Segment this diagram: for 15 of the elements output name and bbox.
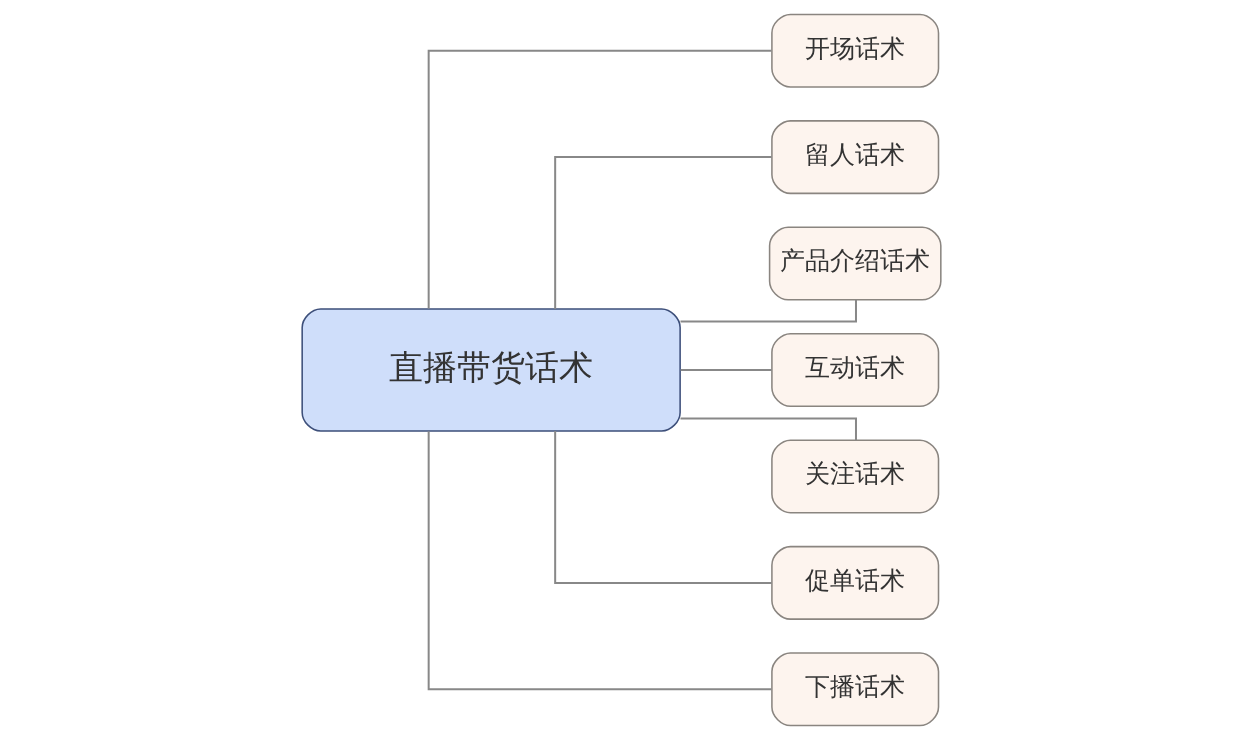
connector — [553, 431, 772, 584]
connector — [427, 49, 771, 309]
node-box: 关注话术 — [770, 439, 939, 514]
node-box: 下播话术 — [770, 652, 939, 727]
connector — [553, 156, 772, 309]
connector — [427, 431, 771, 691]
connector — [680, 417, 857, 441]
node-box: 留人话术 — [770, 120, 939, 195]
node-box: 产品介绍话术 — [768, 226, 942, 301]
node-box: 互动话术 — [770, 333, 939, 407]
connector — [680, 369, 772, 371]
node-box: 直播带货话术 — [300, 308, 681, 432]
connector — [680, 299, 857, 323]
node-box: 开场话术 — [770, 13, 939, 88]
node-box: 促单话术 — [770, 545, 939, 620]
